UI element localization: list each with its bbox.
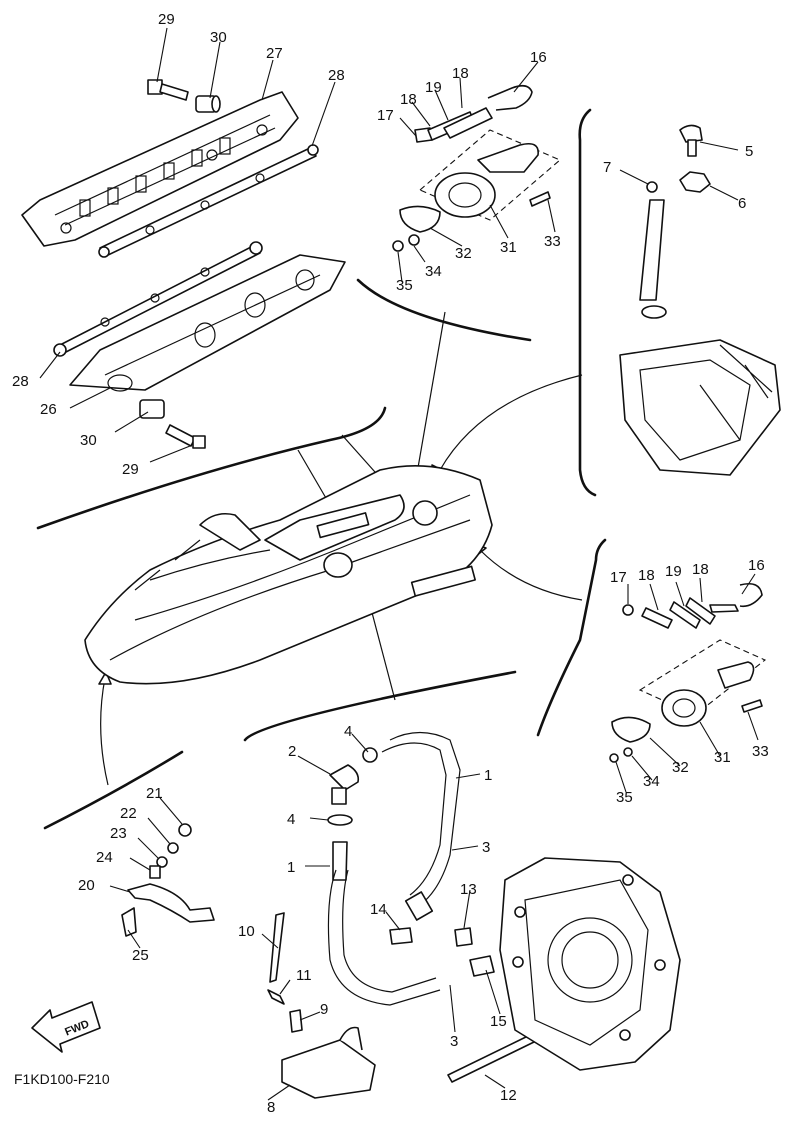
rail-upper <box>98 144 319 258</box>
part-label: 30 <box>210 29 227 46</box>
part-label: 9 <box>320 1001 328 1018</box>
part-label: 35 <box>396 277 413 294</box>
part-label: 18 <box>400 91 417 108</box>
part-label: 6 <box>738 195 746 212</box>
part-label: 3 <box>482 839 490 856</box>
part-label: 32 <box>672 759 689 776</box>
fwd-arrow-icon: FWD <box>31 1001 101 1053</box>
bolt-upper <box>147 79 189 101</box>
part-label: 27 <box>266 45 283 62</box>
bolt-lower <box>165 424 206 449</box>
leader-lines <box>39 27 759 1101</box>
part-label: 18 <box>692 561 709 578</box>
part-label: 16 <box>748 557 765 574</box>
part-label: 8 <box>267 1099 275 1116</box>
watercraft-hull <box>84 464 493 685</box>
part-label: 1 <box>287 859 295 876</box>
part-label: 4 <box>287 811 295 828</box>
part-label: 7 <box>603 159 611 176</box>
part-label: 22 <box>120 805 137 822</box>
part-label: 21 <box>146 785 163 802</box>
grate-assembly-upper <box>392 84 562 252</box>
part-label: 12 <box>500 1087 517 1104</box>
rail-lower <box>53 241 263 357</box>
part-label: 2 <box>288 743 296 760</box>
part-label: 15 <box>490 1013 507 1030</box>
part-label: 3 <box>450 1033 458 1050</box>
part-label: 16 <box>530 49 547 66</box>
part-label: 18 <box>452 65 469 82</box>
part-label: 19 <box>425 79 442 96</box>
part-label: 17 <box>610 569 627 586</box>
part-label: 26 <box>40 401 57 418</box>
part-label: 34 <box>425 263 442 280</box>
part-label: 4 <box>344 723 352 740</box>
part-label: 31 <box>500 239 517 256</box>
part-label: 17 <box>377 107 394 124</box>
part-label: 25 <box>132 947 149 964</box>
part-label: 28 <box>328 67 345 84</box>
collar-upper <box>195 95 221 113</box>
part-labels: 29 30 27 28 28 26 30 29 16 18 19 18 17 3… <box>12 11 769 1116</box>
part-label: 30 <box>80 432 97 449</box>
part-label: 19 <box>665 563 682 580</box>
part-label: 28 <box>12 373 29 390</box>
part-label: 13 <box>460 881 477 898</box>
part-label: 20 <box>78 877 95 894</box>
part-label: 18 <box>638 567 655 584</box>
part-label: 32 <box>455 245 472 262</box>
part-label: 33 <box>752 743 769 760</box>
part-label: 1 <box>484 767 492 784</box>
hose-assembly <box>267 731 535 1099</box>
part-label: 33 <box>544 233 561 250</box>
nozzle-assembly <box>619 124 781 476</box>
section-frames <box>36 108 607 830</box>
bracket-assembly <box>121 823 215 937</box>
pump-housing <box>499 857 681 1071</box>
part-label: 10 <box>238 923 255 940</box>
part-label: 5 <box>745 143 753 160</box>
part-label: 14 <box>370 901 387 918</box>
diagram-code: F1KD100-F210 <box>14 1071 110 1087</box>
part-label: 23 <box>110 825 127 842</box>
part-label: 29 <box>122 461 139 478</box>
grate-assembly-lower <box>609 582 767 763</box>
side-cover-lower <box>69 254 346 392</box>
side-cover-upper <box>21 91 299 247</box>
part-label: 29 <box>158 11 175 28</box>
part-label: 24 <box>96 849 113 866</box>
part-label: 11 <box>296 967 312 984</box>
part-label: 34 <box>643 773 660 790</box>
part-label: 31 <box>714 749 731 766</box>
part-label: 35 <box>616 789 633 806</box>
